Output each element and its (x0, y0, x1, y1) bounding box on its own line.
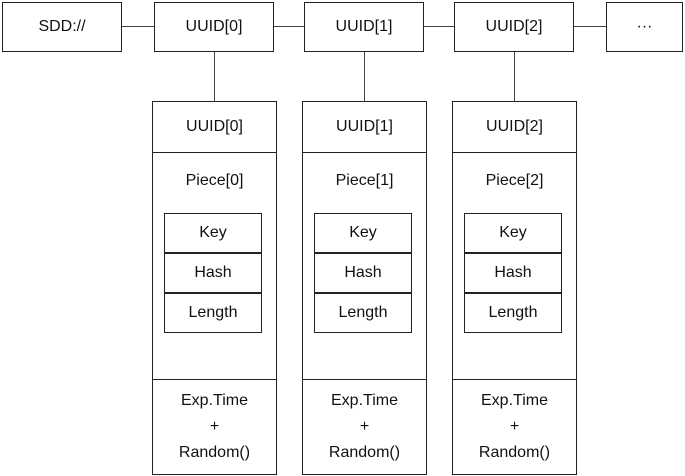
ellipsis-node: ··· (606, 2, 683, 52)
connector-uuid0-uuid1 (274, 26, 304, 27)
uuid-node-0: UUID[0] (154, 2, 274, 52)
expiry-line3: Random() (178, 444, 251, 461)
hash-field: Hash (164, 253, 262, 293)
ellipsis-label: ··· (636, 18, 653, 35)
uuid-node-label: UUID[0] (185, 18, 243, 35)
column-uuid-header: UUID[2] (453, 102, 576, 153)
expiry-line2: + (509, 418, 520, 435)
key-field: Key (164, 213, 262, 253)
uuid-node-label: UUID[2] (485, 18, 543, 35)
root-node-label: SDD:// (38, 18, 86, 35)
column-uuid-header: UUID[1] (303, 102, 426, 153)
column-uuid-header: UUID[0] (153, 102, 276, 153)
expiry-line1: Exp.Time (481, 392, 548, 409)
hash-field: Hash (464, 253, 562, 293)
piece-label: Piece[1] (335, 172, 394, 189)
hash-field: Hash (314, 253, 412, 293)
connector-root-uuid0 (122, 26, 154, 27)
connector-uuid1-uuid2 (424, 26, 454, 27)
connector-uuid2-ellipsis (574, 26, 606, 27)
length-field: Length (464, 293, 562, 333)
uuid-node-label: UUID[1] (335, 18, 393, 35)
expiry-footer: Exp.Time + Random() (303, 379, 426, 474)
length-field: Length (314, 293, 412, 333)
expiry-line3: Random() (328, 444, 401, 461)
key-field: Key (464, 213, 562, 253)
length-field: Length (164, 293, 262, 333)
expiry-line1: Exp.Time (331, 392, 398, 409)
expiry-line2: + (209, 418, 220, 435)
expiry-line1: Exp.Time (181, 392, 248, 409)
piece-column-1: UUID[1] Piece[1] Key Hash Length Exp.Tim… (302, 101, 427, 475)
piece-column-0: UUID[0] Piece[0] Key Hash Length Exp.Tim… (152, 101, 277, 475)
piece-label: Piece[2] (485, 172, 544, 189)
key-field: Key (314, 213, 412, 253)
expiry-line3: Random() (478, 444, 551, 461)
piece-column-2: UUID[2] Piece[2] Key Hash Length Exp.Tim… (452, 101, 577, 475)
expiry-line2: + (359, 418, 370, 435)
uuid-node-2: UUID[2] (454, 2, 574, 52)
piece-label: Piece[0] (185, 172, 244, 189)
connector-uuid0-column (214, 51, 215, 101)
expiry-footer: Exp.Time + Random() (453, 379, 576, 474)
root-node: SDD:// (2, 2, 122, 52)
expiry-footer: Exp.Time + Random() (153, 379, 276, 474)
connector-uuid2-column (514, 51, 515, 101)
uuid-node-1: UUID[1] (304, 2, 424, 52)
connector-uuid1-column (364, 51, 365, 101)
